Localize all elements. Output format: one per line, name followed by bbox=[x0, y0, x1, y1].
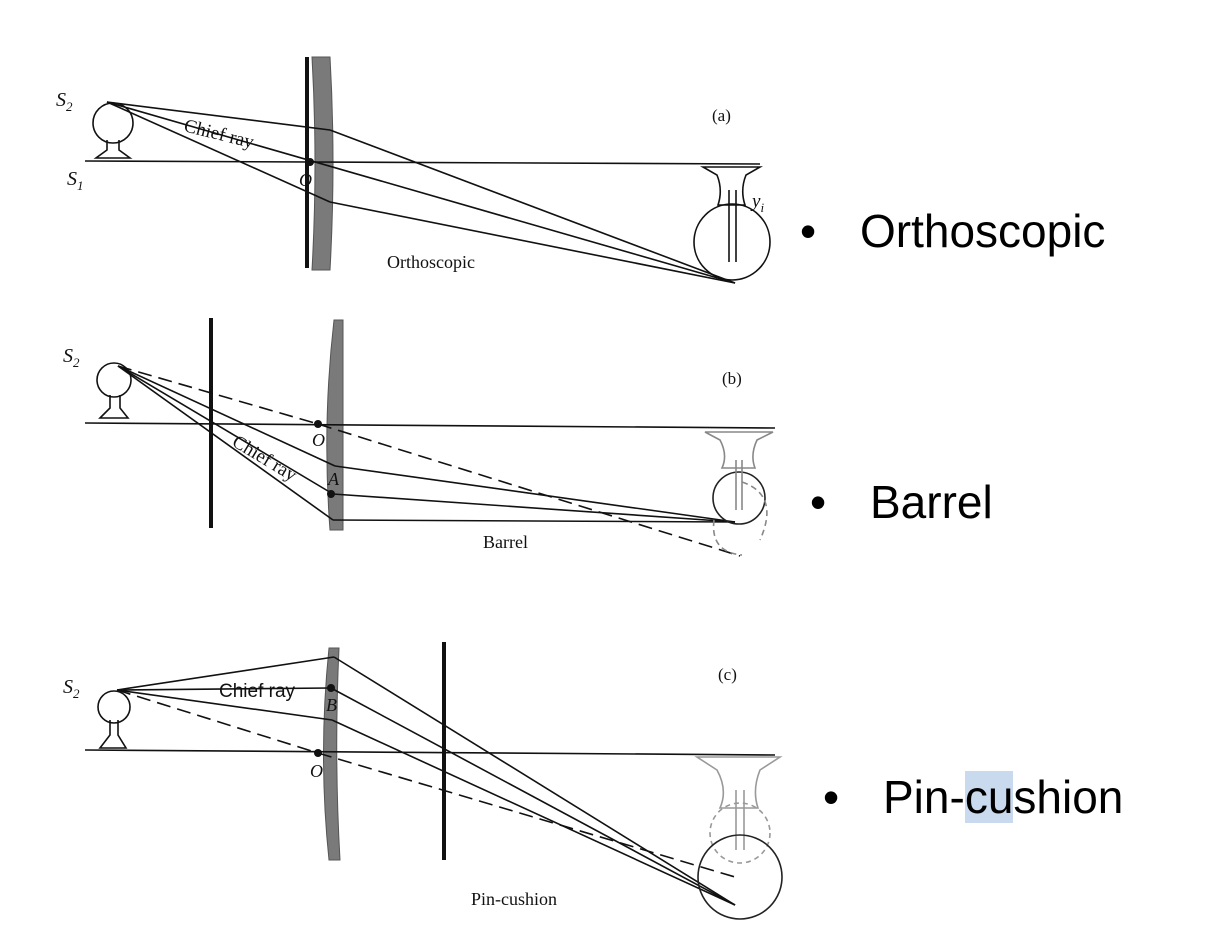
panel-c bbox=[84, 642, 783, 920]
source-label-c-main: S bbox=[63, 676, 73, 698]
ray-a-1b bbox=[329, 129, 736, 284]
source-label-a-sub: 2 bbox=[66, 99, 73, 114]
chief-ray-label-a: Chief ray bbox=[182, 115, 257, 153]
ray-b-3b bbox=[332, 519, 736, 523]
point-label-a: A bbox=[327, 469, 340, 489]
ray-c-1b bbox=[333, 656, 736, 906]
source-bulb-c bbox=[97, 690, 131, 749]
dashed-ray-b2 bbox=[317, 423, 741, 557]
ray-a-1 bbox=[106, 101, 331, 131]
panel-label-c: (c) bbox=[718, 665, 737, 684]
caption-c: Pin-cushion bbox=[471, 889, 557, 909]
source-label-a: S2 bbox=[56, 89, 73, 114]
panel-b bbox=[84, 318, 776, 557]
bullet-text-pin-prefix: Pin- bbox=[883, 771, 965, 823]
bullet-text-orthoscopic: Orthoscopic bbox=[860, 205, 1106, 257]
ray-c-3 bbox=[116, 689, 333, 721]
bullet-text-pin-suffix: shion bbox=[1013, 771, 1124, 823]
ray-b-1b bbox=[334, 465, 736, 523]
axis-source-label-a: S1 bbox=[67, 168, 84, 193]
axis-source-label-a-sub: 1 bbox=[77, 178, 84, 193]
image-label-a: yi bbox=[750, 191, 764, 215]
lens-c bbox=[323, 647, 341, 861]
bullet-dot: • bbox=[823, 771, 840, 823]
center-label-c: O bbox=[310, 761, 323, 781]
image-bulb-b bbox=[704, 431, 774, 556]
bullet-text-barrel: Barrel bbox=[870, 476, 993, 528]
ray-b-3 bbox=[117, 365, 334, 521]
center-label-b: O bbox=[312, 430, 325, 450]
chief-ray-b bbox=[117, 365, 334, 495]
optical-axis-b bbox=[84, 422, 776, 429]
center-point-a bbox=[306, 158, 314, 166]
ray-c-1 bbox=[116, 656, 335, 691]
source-label-a-main: S bbox=[56, 89, 66, 111]
bullet-barrel: • Barrel bbox=[810, 475, 993, 529]
ray-c-3b bbox=[331, 719, 736, 906]
ray-a-3b bbox=[329, 201, 736, 284]
center-label-a: O bbox=[299, 170, 312, 190]
optical-axis-a bbox=[84, 160, 761, 165]
image-bulb-c bbox=[694, 756, 783, 920]
caption-b: Barrel bbox=[483, 532, 528, 552]
chief-ray-label-b: Chief ray bbox=[228, 431, 300, 486]
image-label-a-sub: i bbox=[760, 200, 764, 215]
bullet-dot: • bbox=[800, 205, 817, 257]
ray-b-1 bbox=[117, 365, 336, 467]
center-point-b bbox=[314, 420, 322, 428]
panel-label-a: (a) bbox=[712, 106, 731, 125]
optical-axis-c bbox=[84, 749, 776, 756]
center-point-c bbox=[314, 749, 322, 757]
source-label-b: S2 bbox=[63, 345, 80, 370]
dashed-ray-b bbox=[117, 365, 319, 425]
bullet-orthoscopic: • Orthoscopic bbox=[800, 204, 1105, 258]
bullet-pincushion: • Pin-cushion bbox=[823, 770, 1123, 824]
dashed-ray-c2 bbox=[317, 752, 736, 878]
source-bulb-b bbox=[96, 362, 132, 419]
chief-ray-c2 bbox=[330, 687, 736, 906]
axis-source-label-a-main: S bbox=[67, 168, 77, 190]
ray-a-3 bbox=[106, 101, 331, 203]
point-b-marker bbox=[327, 684, 335, 692]
point-a-marker bbox=[327, 490, 335, 498]
panel-label-b: (b) bbox=[722, 369, 742, 388]
dashed-ray-c bbox=[116, 689, 319, 754]
chief-ray-a bbox=[106, 101, 736, 284]
panel-a bbox=[84, 56, 771, 284]
text-selection-highlight[interactable]: cu bbox=[964, 771, 1014, 823]
image-label-a-main: y bbox=[750, 191, 761, 212]
point-label-b: B bbox=[326, 695, 337, 715]
chief-ray-c bbox=[116, 687, 332, 691]
chief-ray-label-c: Chief ray bbox=[219, 681, 296, 702]
source-label-c-sub: 2 bbox=[73, 686, 80, 701]
chief-ray-b2 bbox=[332, 493, 736, 523]
source-label-b-main: S bbox=[63, 345, 73, 367]
source-bulb-a bbox=[92, 102, 134, 159]
caption-a: Orthoscopic bbox=[387, 252, 475, 272]
source-label-b-sub: 2 bbox=[73, 355, 80, 370]
source-label-c: S2 bbox=[63, 676, 80, 701]
image-bulb-a bbox=[693, 166, 771, 281]
bullet-dot: • bbox=[810, 476, 827, 528]
